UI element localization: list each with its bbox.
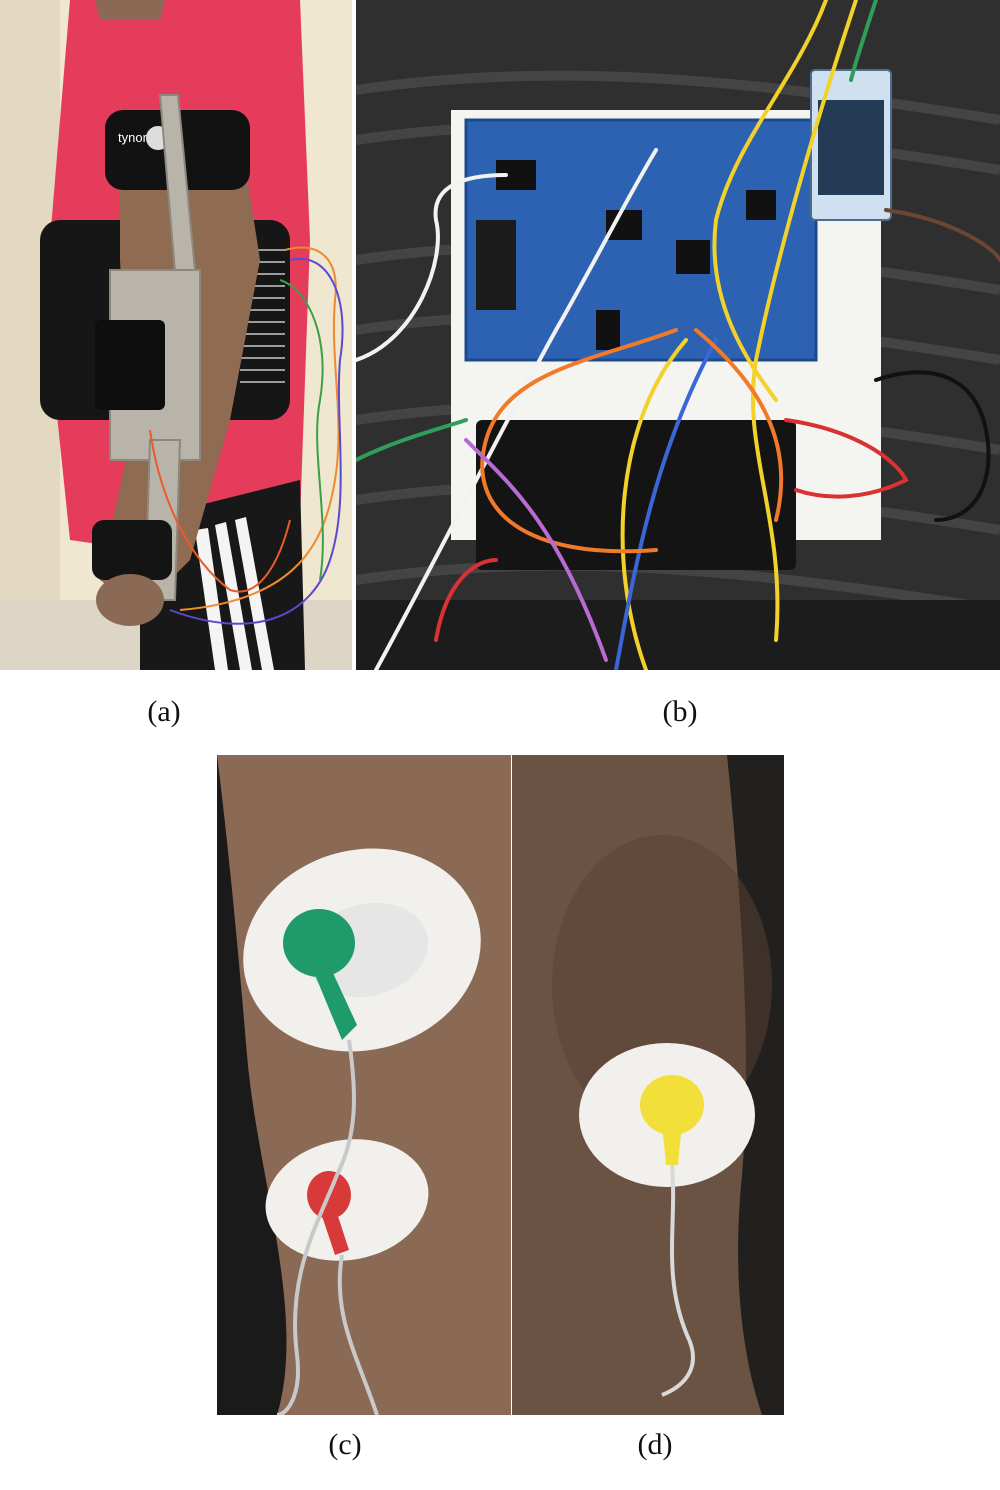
caption-a: (a)	[147, 695, 181, 728]
photo-panel-c	[217, 755, 511, 1415]
brace-logo-text: tynor	[118, 130, 148, 145]
caption-d: (d)	[637, 1428, 673, 1461]
circuit-photo	[356, 0, 1000, 670]
exoskeleton-photo: tynor	[0, 0, 352, 670]
photo-panel-a: tynor	[0, 0, 352, 670]
green-snap-connector	[283, 909, 357, 1040]
yellow-snap-connector	[640, 1075, 704, 1165]
battery-holder	[476, 420, 796, 570]
electrodes-photo-c	[217, 755, 511, 1415]
caption-c: (c)	[328, 1428, 362, 1461]
photo-panel-b	[356, 0, 1000, 670]
caption-b: (b)	[662, 695, 698, 728]
electrodes-photo-d	[512, 755, 784, 1415]
servo-motor	[95, 320, 165, 410]
photo-panel-d	[512, 755, 784, 1415]
